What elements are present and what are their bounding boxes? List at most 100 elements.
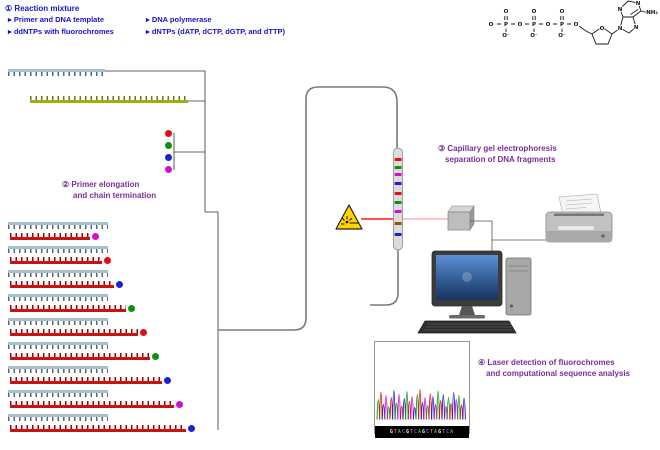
atom-label: O⁻: [558, 33, 566, 39]
template-strand-bar: [8, 222, 108, 225]
step2-line2: and chain termination: [73, 191, 157, 200]
atom-label: O: [560, 9, 565, 15]
terminator-dot: [152, 353, 159, 360]
step2-line1: ② Primer elongation: [62, 180, 140, 189]
atom-label: O: [574, 22, 579, 28]
fragment-row: [8, 222, 208, 244]
ddntp-dot: [165, 166, 172, 173]
sequence-base: C: [446, 429, 451, 435]
chromatogram-peak: [405, 391, 409, 420]
step1-item-primer-template: ▸ Primer and DNA template: [8, 15, 105, 24]
chromatogram-peak: [423, 397, 427, 420]
step4-line2: and computational sequence analysis: [486, 369, 631, 378]
template-strand-bar: [8, 246, 108, 249]
atom-label: P: [560, 22, 564, 28]
dna-template-strand: [8, 69, 105, 77]
detector: [447, 205, 475, 231]
monitor-stand: [459, 306, 475, 315]
product-strand-bar: [10, 429, 186, 432]
template-strand-ticks: [8, 225, 108, 229]
reaction-connector-lines: [104, 70, 219, 430]
capillary-band: [394, 192, 402, 195]
template-strand-ticks: [8, 345, 108, 349]
product-strand-bar: [10, 333, 138, 336]
capillary-band: [394, 210, 402, 213]
atom-label: O: [600, 26, 605, 32]
template-strand-bar: [8, 294, 108, 297]
sequence-base: C: [426, 429, 431, 435]
detector-cable: [470, 220, 546, 252]
capillary-band: [394, 173, 402, 176]
product-strand-ticks: [10, 425, 186, 429]
atom-label: O⁻: [530, 33, 538, 39]
monitor-screen: [436, 255, 498, 300]
product-strand-ticks: [10, 329, 138, 333]
capillary-band: [394, 182, 402, 185]
product-strand-ticks: [10, 377, 162, 381]
template-strand-bar: [8, 270, 108, 273]
strand-ticks: [30, 96, 188, 100]
laser-warning-icon: [335, 204, 363, 230]
chromatogram-peak: [428, 393, 433, 420]
chromatogram-peak: [436, 390, 440, 420]
pc-tower: [505, 257, 532, 316]
terminator-dot: [104, 257, 111, 264]
chromatogram-peak: [441, 394, 446, 420]
template-strand-ticks: [8, 321, 108, 325]
sequence-base: T: [409, 429, 414, 435]
step4-line1: ④ Laser detection of fluorochromes: [478, 358, 615, 367]
chromatogram-peak: [457, 395, 461, 420]
ddntp-dot: [165, 142, 172, 149]
product-strand-bar: [10, 237, 90, 240]
capillary-band: [394, 222, 402, 225]
terminator-dot: [164, 377, 171, 384]
terminator-dot: [188, 425, 195, 432]
sequence-strip: GTACGTCAGCTAGTCA: [375, 426, 469, 438]
atom-label: N: [618, 26, 623, 32]
sequence-base: T: [430, 429, 435, 435]
product-strand-ticks: [10, 353, 150, 357]
sequence-base: A: [417, 429, 422, 435]
template-strand-ticks: [8, 417, 108, 421]
fragment-row: [8, 246, 208, 268]
printer: [545, 193, 613, 243]
chromatogram-peak: [451, 392, 456, 420]
capillary-band: [394, 201, 402, 204]
sequence-base: G: [438, 429, 443, 435]
product-strand-ticks: [10, 233, 90, 237]
chromatogram-peak: [392, 390, 396, 420]
atom-label: O: [489, 22, 494, 28]
capillary-tube-path: [218, 86, 398, 331]
sequence-base: G: [389, 429, 394, 435]
chromatogram-peak: [379, 391, 383, 420]
step1-title: ① Reaction mixture: [5, 4, 80, 13]
product-strand-bar: [10, 309, 126, 312]
chromatogram-peak: [397, 394, 401, 420]
atom-label: O: [518, 22, 523, 28]
step1-item-ddntps: ▸ ddNTPs with fluorochromes: [8, 27, 114, 36]
template-strand-ticks: [8, 297, 108, 301]
terminator-dot: [92, 233, 99, 240]
ddntp-dot: [165, 130, 172, 137]
product-strand-ticks: [10, 305, 126, 309]
terminator-dot: [128, 305, 135, 312]
atom-label: N: [618, 7, 623, 13]
template-strand-ticks: [8, 249, 108, 253]
sequence-base: C: [413, 429, 418, 435]
sequence-base: T: [442, 429, 447, 435]
capillary-band: [394, 233, 402, 236]
sequence-base: C: [401, 429, 406, 435]
sequence-base: A: [434, 429, 439, 435]
chromatogram-peak: [431, 396, 435, 420]
atom-label: N: [636, 1, 641, 7]
terminator-dot: [176, 401, 183, 408]
atom-label: O: [504, 9, 509, 15]
template-strand-bar: [8, 342, 108, 345]
sequence-base: G: [405, 429, 410, 435]
capillary-tube-outlet: [370, 250, 399, 306]
atom-label: NH₂: [646, 10, 658, 16]
strand-ticks: [8, 72, 105, 76]
sequence-base: A: [397, 429, 402, 435]
